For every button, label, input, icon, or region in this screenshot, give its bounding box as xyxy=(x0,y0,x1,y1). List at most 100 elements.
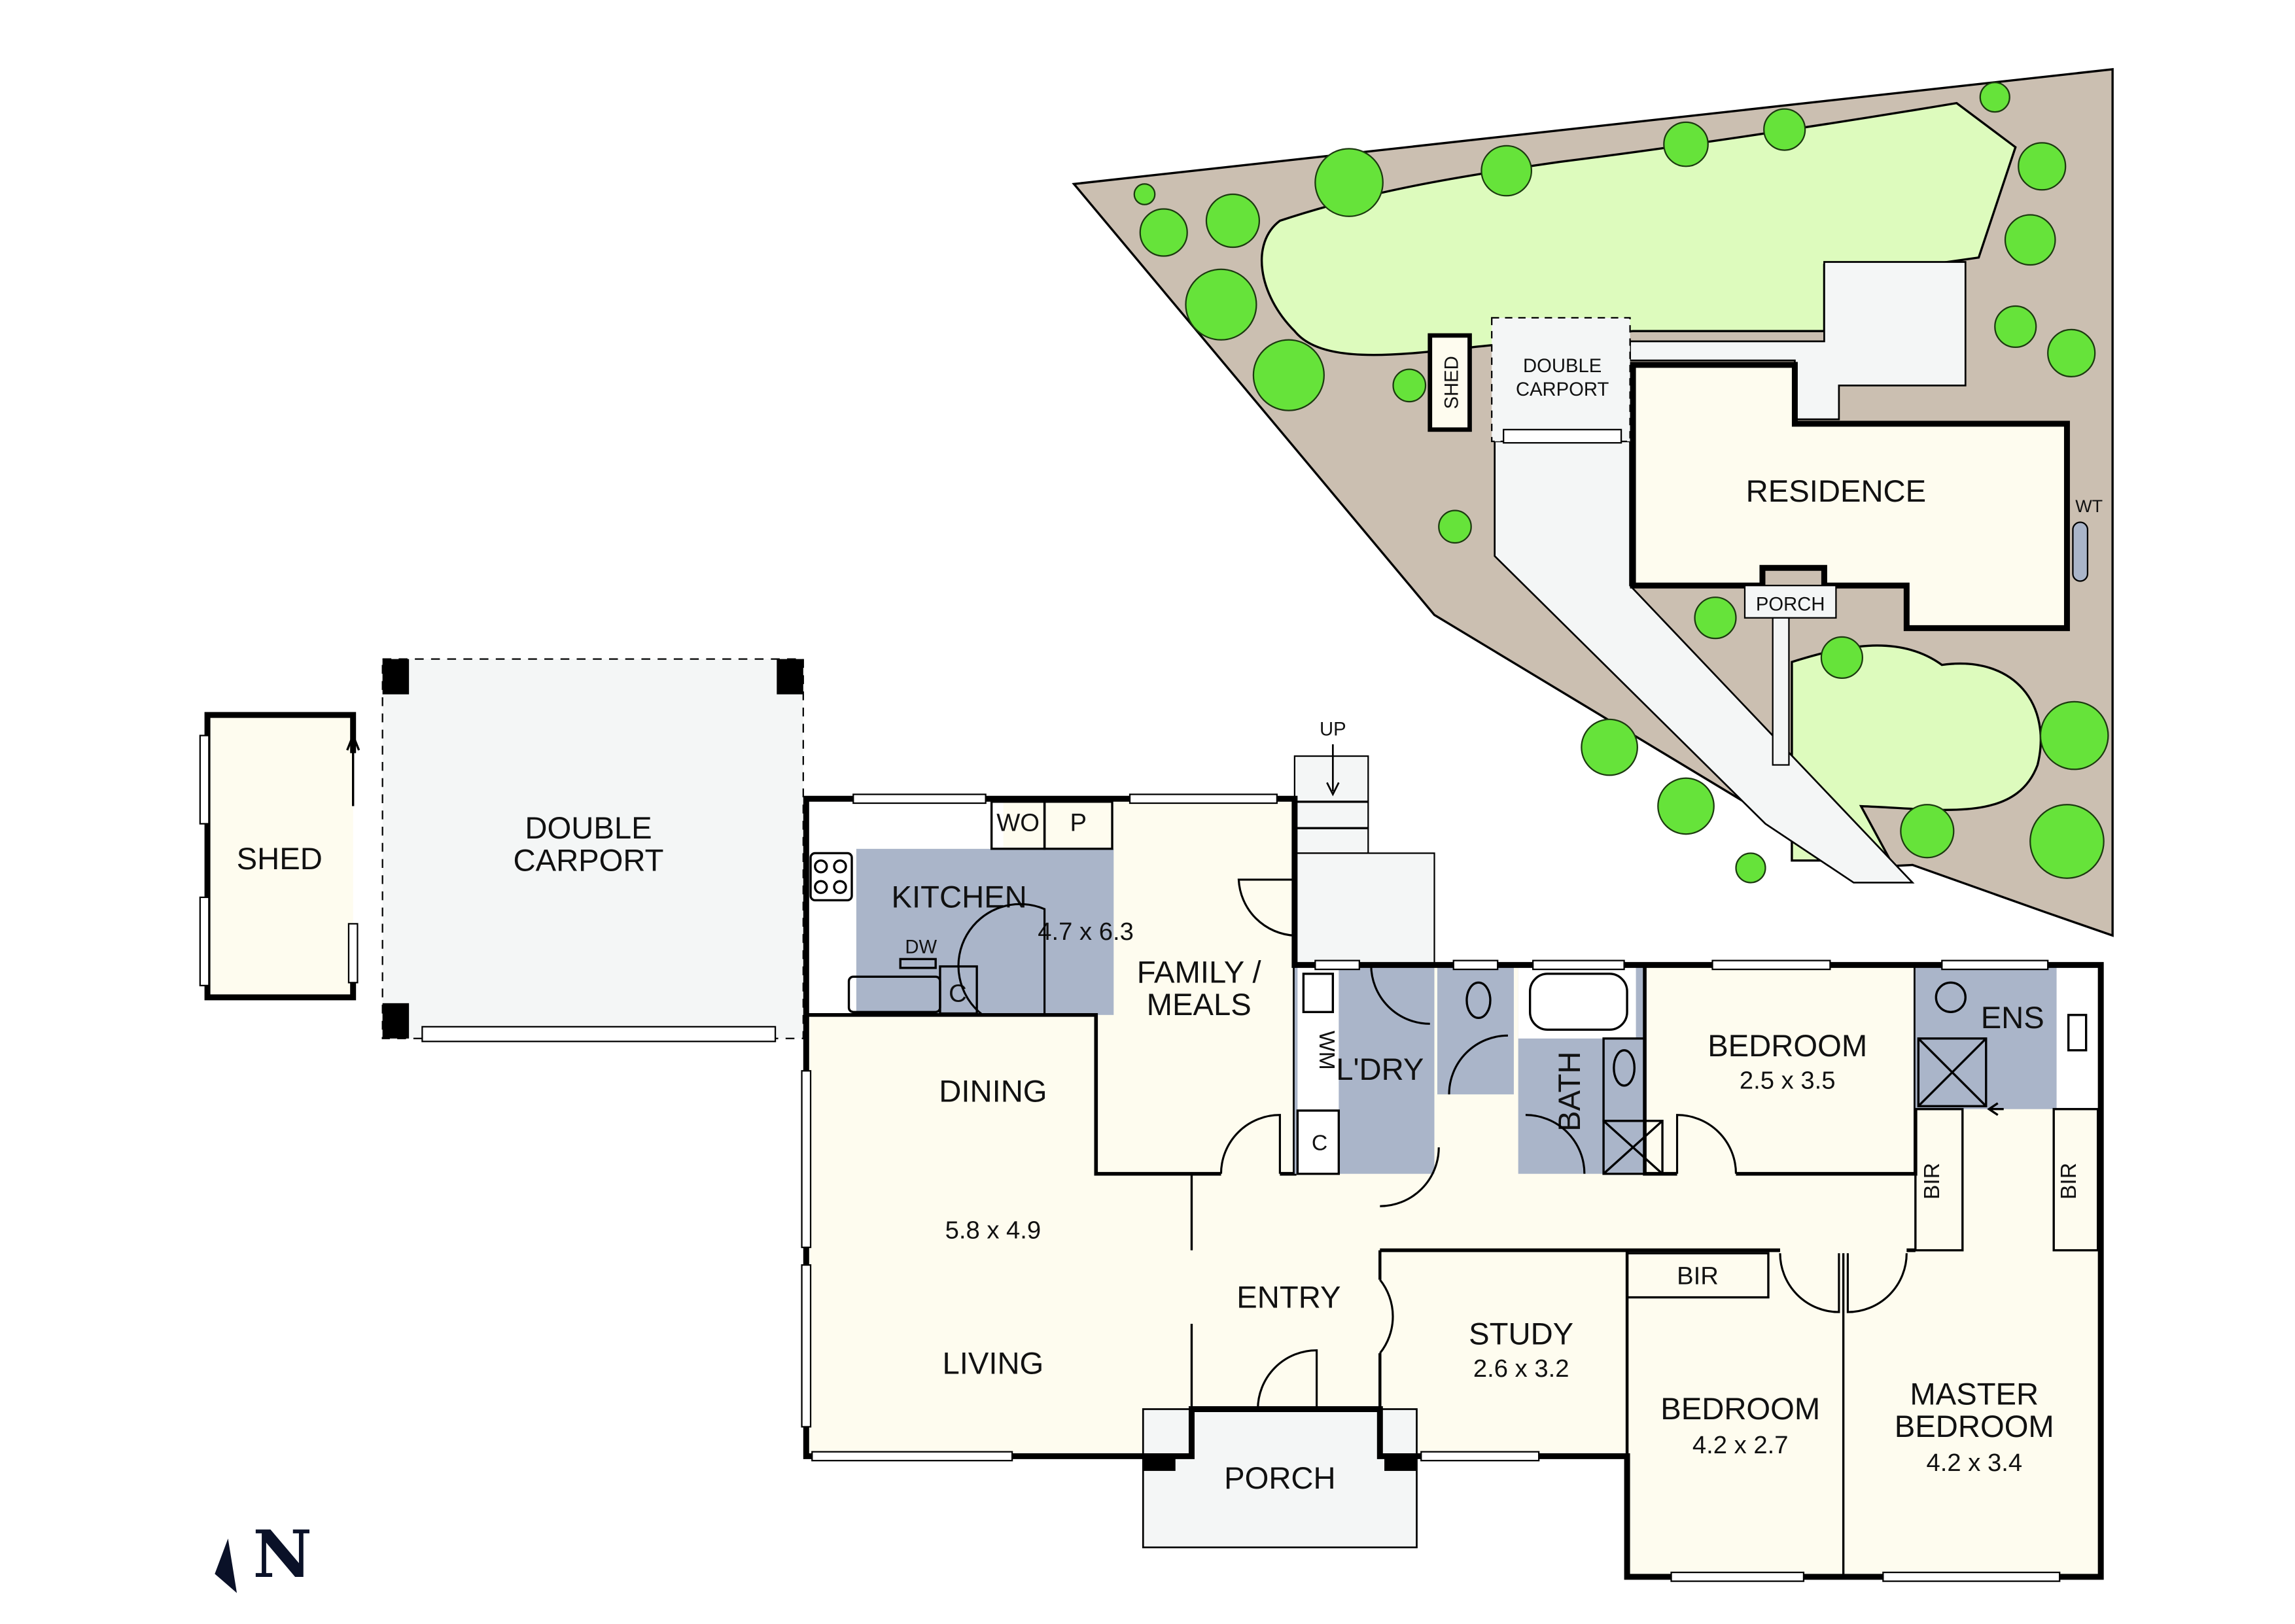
tree-icon xyxy=(1900,804,1955,859)
bedroom3-door[interactable] xyxy=(1779,1253,1840,1313)
room-wc xyxy=(1437,965,1514,1095)
porch-post xyxy=(1143,1456,1176,1471)
room-laundry-label: L'DRY xyxy=(1336,1052,1424,1087)
tree-icon xyxy=(1663,121,1709,167)
window xyxy=(852,793,987,804)
toilet-icon xyxy=(1935,981,1967,1014)
room-master-size: 4.2 x 3.4 xyxy=(1926,1449,2022,1477)
site-shed xyxy=(1428,333,1472,432)
bath-door[interactable] xyxy=(1525,1114,1586,1174)
window xyxy=(347,923,359,984)
compass: N xyxy=(215,1517,312,1593)
tree-icon xyxy=(2029,804,2105,879)
window xyxy=(1420,1451,1540,1462)
kitchen-door[interactable] xyxy=(957,903,1046,1016)
window xyxy=(811,1451,1013,1462)
shed-walls xyxy=(204,712,357,1001)
window xyxy=(1882,1571,2061,1582)
dishwasher-icon xyxy=(899,958,937,969)
tree-icon xyxy=(1438,510,1472,544)
window xyxy=(1941,959,2049,971)
room-bedroom3-label: BEDROOM xyxy=(1660,1392,1820,1426)
shower-icon xyxy=(1602,1120,1664,1175)
room-ensuite-label: ENS xyxy=(1981,1001,2044,1035)
laundry-door[interactable] xyxy=(1370,965,1430,1025)
tree-icon xyxy=(1314,148,1384,217)
room-bedroom2-label: BEDROOM xyxy=(1708,1029,1867,1063)
window xyxy=(199,734,210,825)
bir-bed3-label: BIR xyxy=(1677,1262,1719,1290)
pantry-label: P xyxy=(1070,809,1087,837)
burner-icon xyxy=(814,880,828,894)
tree-icon xyxy=(1735,852,1766,884)
room-carport-label-2: CARPORT xyxy=(513,843,663,878)
room-shed-label: SHED xyxy=(237,842,323,876)
room-bedroom3-size: 4.2 x 2.7 xyxy=(1692,1431,1789,1459)
wc-door[interactable] xyxy=(1448,1034,1508,1095)
master-door[interactable] xyxy=(1846,1253,1908,1313)
room-porch-label: PORCH xyxy=(1224,1461,1336,1496)
family-side-door[interactable] xyxy=(1237,878,1295,937)
family-door[interactable] xyxy=(1219,1114,1281,1174)
site-porch xyxy=(1743,585,1837,619)
site-plan: DOUBLE CARPORT SHED RESIDENCE PORCH WT xyxy=(1072,68,2114,937)
bir-master-left xyxy=(1914,1108,1964,1252)
bir-master-right-label: BIR xyxy=(2056,1163,2081,1200)
room-bath-label: BATH xyxy=(1552,1052,1587,1132)
room-living-label: LIVING xyxy=(942,1347,1043,1381)
bedroom2-door[interactable] xyxy=(1675,1114,1738,1174)
front-door[interactable] xyxy=(1257,1349,1318,1409)
arrow-down-icon xyxy=(1326,744,1340,797)
room-study-size: 2.6 x 3.2 xyxy=(1473,1355,1569,1383)
bathtub-icon xyxy=(1528,973,1628,1031)
tree-icon xyxy=(1763,108,1806,151)
tree-icon xyxy=(1694,596,1737,640)
carport-post xyxy=(382,659,410,695)
tree-icon xyxy=(2047,328,2096,378)
burner-icon xyxy=(833,880,847,894)
room-kitchen-label: KITCHEN xyxy=(892,880,1027,915)
tree-icon xyxy=(1185,268,1257,341)
window xyxy=(1670,1571,1805,1582)
room-entry-label: ENTRY xyxy=(1236,1280,1340,1315)
tree-icon xyxy=(1133,183,1156,205)
toilet-icon xyxy=(1465,981,1492,1020)
stairs xyxy=(1293,755,1369,854)
room-dining-size: 5.8 x 4.9 xyxy=(945,1217,1042,1245)
carport-post xyxy=(382,1003,410,1039)
hall-door[interactable] xyxy=(1380,1147,1440,1207)
washing-machine-label: WM xyxy=(1314,1031,1339,1070)
window xyxy=(1314,959,1360,971)
wall-oven-label: WO xyxy=(996,809,1040,837)
tree-icon xyxy=(1480,145,1533,197)
house-outer-walls xyxy=(803,795,2104,1580)
room-master-label: MASTER xyxy=(1910,1377,2039,1412)
kitchen-bench xyxy=(806,801,856,1015)
carport-post xyxy=(777,659,803,695)
house-floor xyxy=(806,799,2101,1577)
window xyxy=(1711,959,1831,971)
tree-icon xyxy=(1979,82,2010,113)
tree-icon xyxy=(1657,777,1715,835)
room-kitchen-size: 4.7 x 6.3 xyxy=(1038,918,1134,946)
site-path xyxy=(1772,617,1790,766)
window xyxy=(1129,793,1278,804)
site-lawn-upper xyxy=(1260,101,2017,356)
site-trees xyxy=(1133,82,2109,884)
dishwasher-label: DW xyxy=(905,937,937,958)
room-bedroom2-size: 2.5 x 3.5 xyxy=(1740,1066,1836,1094)
porch-post xyxy=(1384,1456,1417,1471)
ensuite-vanity xyxy=(2056,965,2098,1109)
window xyxy=(199,896,210,986)
room-study-label: STUDY xyxy=(1469,1317,1573,1352)
carport-opening xyxy=(421,1026,777,1043)
tree-icon xyxy=(1205,193,1261,249)
room-family-label: FAMILY / xyxy=(1137,955,1262,990)
room-shed xyxy=(207,715,353,997)
window xyxy=(1532,959,1625,971)
site-rear-paving xyxy=(1629,261,1967,421)
landing xyxy=(1293,852,1435,966)
site-water-tank-label: WT xyxy=(2075,496,2103,516)
study-door[interactable] xyxy=(1379,1279,1394,1355)
